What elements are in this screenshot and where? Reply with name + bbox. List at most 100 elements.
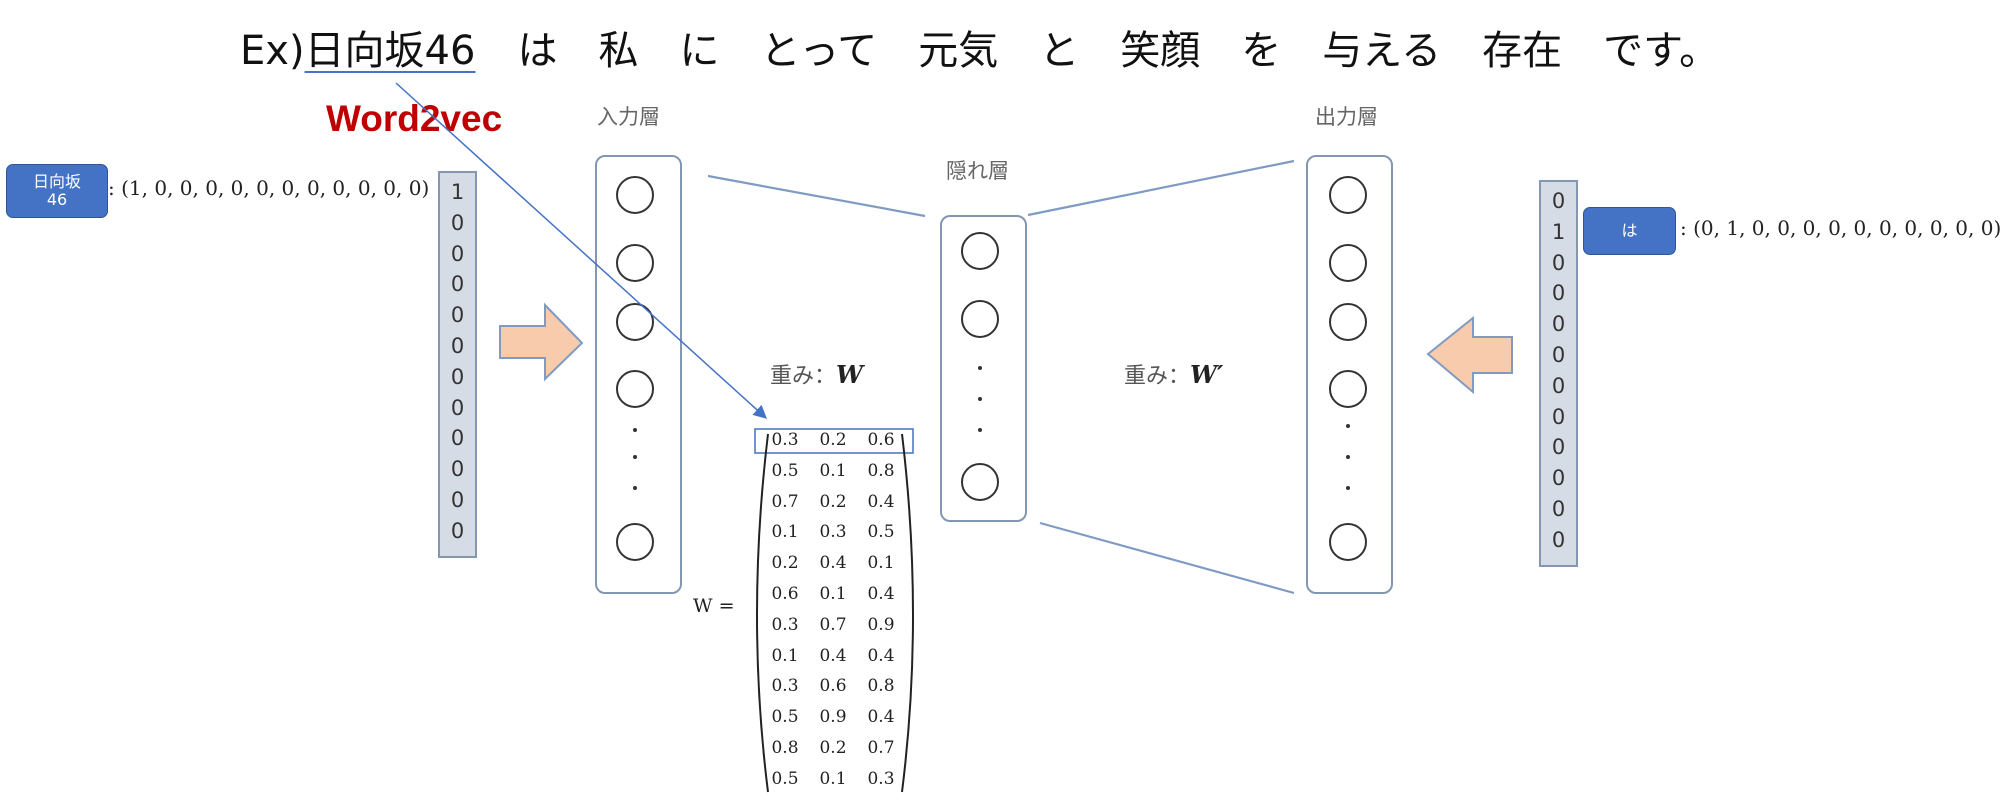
ellipsis-dot bbox=[1346, 486, 1350, 490]
matrix-cell: 0.8 bbox=[867, 460, 895, 481]
onehot-digit: 0 bbox=[450, 457, 465, 482]
matrix-cell: 0.8 bbox=[867, 676, 895, 697]
ellipsis-dot bbox=[978, 366, 982, 370]
matrix-row: 0.3 0.6 0.8 bbox=[760, 671, 914, 702]
matrix-cell: 0.6 bbox=[771, 583, 799, 604]
onehot-digit: 0 bbox=[1551, 189, 1566, 213]
matrix-cell: 0.9 bbox=[867, 614, 895, 635]
output-word-box: は bbox=[1583, 207, 1676, 255]
matrix-cell: 0.3 bbox=[771, 430, 799, 450]
matrix-cell: 0.3 bbox=[819, 522, 847, 543]
matrix-cell: 0.5 bbox=[771, 460, 799, 481]
input-node bbox=[616, 303, 654, 341]
onehot-digit: 0 bbox=[450, 333, 465, 358]
output-node bbox=[1329, 244, 1367, 282]
ellipsis-dot bbox=[1346, 455, 1350, 459]
onehot-digit: 0 bbox=[450, 518, 465, 543]
onehot-digit: 1 bbox=[1551, 219, 1566, 244]
input-node bbox=[616, 176, 654, 214]
onehot-digit: 0 bbox=[1551, 527, 1566, 552]
matrix-cell: 0.1 bbox=[819, 768, 847, 789]
sentence-token: 元気 bbox=[918, 28, 999, 74]
hidden-node bbox=[961, 463, 999, 501]
sentence-token: は bbox=[517, 28, 558, 74]
output-node bbox=[1329, 523, 1367, 561]
matrix-cell: 0.4 bbox=[867, 645, 895, 666]
matrix-cell: 0.2 bbox=[819, 737, 847, 758]
onehot-digit: 0 bbox=[1551, 435, 1566, 460]
matrix-row: 0.3 0.7 0.9 bbox=[760, 610, 914, 641]
matrix-cell: 0.1 bbox=[819, 583, 847, 604]
sentence-token: 笑顔 bbox=[1120, 28, 1201, 74]
ellipsis-dot bbox=[633, 486, 637, 490]
sentence-token: に bbox=[679, 28, 720, 74]
matrix-cell: 0.4 bbox=[819, 645, 847, 666]
matrix-cell: 0.6 bbox=[819, 676, 847, 697]
sentence-token: 与える bbox=[1322, 28, 1442, 74]
matrix-lhs: W = bbox=[693, 595, 735, 617]
input-word-box: 日向坂 46 bbox=[6, 164, 108, 218]
sentence-token: 存在 bbox=[1482, 28, 1563, 74]
matrix-cell: 0.3 bbox=[867, 768, 895, 789]
onehot-digit: 0 bbox=[1551, 404, 1566, 429]
ellipsis-dot bbox=[1346, 424, 1350, 428]
hidden-node bbox=[961, 232, 999, 270]
onehot-digit: 0 bbox=[450, 426, 465, 451]
weight-w-prime-prefix: 重み： bbox=[1124, 364, 1191, 389]
connection-line bbox=[1039, 521, 1295, 595]
onehot-digit: 1 bbox=[450, 180, 465, 204]
output-vector-text: : (0, 1, 0, 0, 0, 0, 0, 0, 0, 0, 0, 0) bbox=[1680, 216, 2001, 240]
matrix-cell: 0.3 bbox=[771, 676, 799, 697]
weight-w-prime-symbol: W′ bbox=[1190, 360, 1224, 389]
onehot-digit: 0 bbox=[1551, 250, 1566, 275]
onehot-digit: 0 bbox=[450, 272, 465, 297]
matrix-cell: 0.9 bbox=[819, 707, 847, 728]
weight-w-symbol: W bbox=[836, 360, 863, 389]
matrix-cell: 0.1 bbox=[819, 460, 847, 481]
weight-w-prefix: 重み： bbox=[770, 364, 837, 389]
matrix-cell: 0.8 bbox=[771, 737, 799, 758]
connection-line bbox=[1027, 159, 1295, 217]
highlighted-word: 日向坂46 bbox=[304, 28, 476, 74]
onehot-digit: 0 bbox=[1551, 496, 1566, 521]
connection-line bbox=[707, 174, 926, 218]
matrix-row: 0.1 0.4 0.4 bbox=[760, 641, 914, 672]
matrix-row: 0.5 0.1 0.8 bbox=[760, 456, 914, 487]
weight-w-label: 重み：W bbox=[770, 358, 863, 390]
matrix-cell: 0.5 bbox=[867, 522, 895, 543]
ellipsis-dot bbox=[633, 428, 637, 432]
input-node bbox=[616, 523, 654, 561]
matrix-cell: 0.1 bbox=[771, 645, 799, 666]
onehot-digit: 0 bbox=[450, 303, 465, 328]
onehot-digit: 0 bbox=[1551, 373, 1566, 398]
sentence-token: 私 bbox=[598, 28, 639, 74]
onehot-digit: 0 bbox=[1551, 466, 1566, 491]
matrix-cell: 0.5 bbox=[771, 768, 799, 789]
matrix-row: 0.5 0.1 0.3 bbox=[760, 764, 914, 795]
ellipsis-dot bbox=[978, 397, 982, 401]
input-vector-text: : (1, 0, 0, 0, 0, 0, 0, 0, 0, 0, 0, 0) bbox=[108, 176, 430, 200]
matrix-cell: 0.4 bbox=[867, 583, 895, 604]
sentence-token: を bbox=[1241, 28, 1282, 74]
matrix-cell: 0.6 bbox=[867, 430, 895, 450]
matrix-cell: 0.3 bbox=[771, 614, 799, 635]
onehot-digit: 0 bbox=[450, 210, 465, 235]
input-flow-arrow bbox=[499, 302, 584, 382]
matrix-row: 0.1 0.3 0.5 bbox=[760, 517, 914, 548]
matrix-cell: 0.1 bbox=[771, 522, 799, 543]
matrix-cell: 0.7 bbox=[819, 614, 847, 635]
matrix-cell: 0.5 bbox=[771, 707, 799, 728]
input-node bbox=[616, 244, 654, 282]
output-node bbox=[1329, 370, 1367, 408]
input-word-label-line2: 46 bbox=[46, 190, 68, 209]
matrix-cell: 0.1 bbox=[867, 553, 895, 574]
matrix-row: 0.6 0.1 0.4 bbox=[760, 579, 914, 610]
matrix-cell: 0.2 bbox=[819, 491, 847, 512]
input-node bbox=[616, 370, 654, 408]
